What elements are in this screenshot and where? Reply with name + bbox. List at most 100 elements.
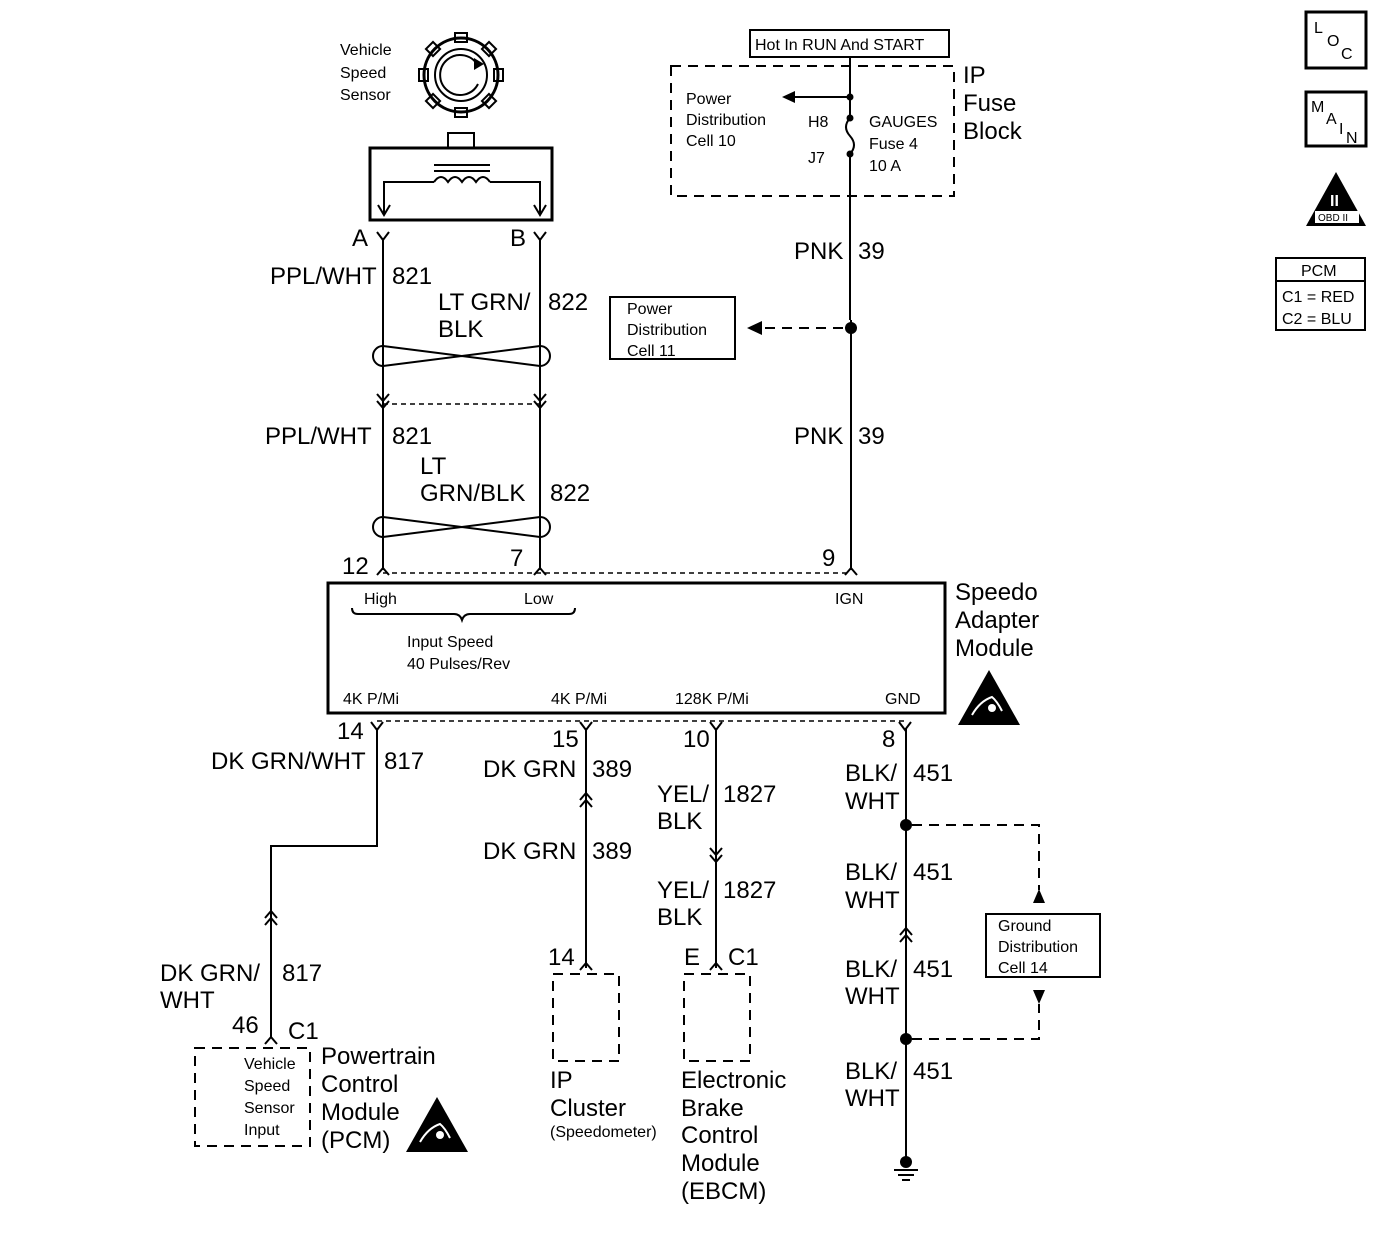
svg-text:Ground: Ground [998, 918, 1051, 935]
svg-text:E: E [684, 944, 700, 971]
svg-text:GRN/BLK: GRN/BLK [420, 480, 525, 507]
svg-text:WHT: WHT [845, 887, 900, 914]
svg-text:Distribution: Distribution [686, 112, 766, 129]
svg-text:4K P/Mi: 4K P/Mi [343, 691, 399, 708]
svg-text:451: 451 [913, 1058, 953, 1085]
powertrain-control-module: Vehicle Speed Sensor Input Powertrain Co… [194, 1043, 468, 1154]
svg-text:C2 = BLU: C2 = BLU [1282, 311, 1352, 328]
svg-text:DK GRN/: DK GRN/ [160, 960, 260, 987]
svg-text:389: 389 [592, 838, 632, 865]
svg-text:14: 14 [548, 944, 575, 971]
svg-text:DK GRN: DK GRN [483, 838, 576, 865]
svg-text:Cluster: Cluster [550, 1095, 626, 1122]
svg-text:BLK: BLK [657, 904, 702, 931]
svg-text:Fuse: Fuse [963, 90, 1016, 117]
svg-text:12: 12 [342, 553, 369, 580]
svg-text:BLK/: BLK/ [845, 1058, 897, 1085]
svg-text:(PCM): (PCM) [321, 1127, 390, 1154]
ip-fuse-block: Hot In RUN And START IP Fuse Block Power… [670, 29, 1023, 320]
svg-text:Vehicle: Vehicle [244, 1056, 296, 1073]
ip-cluster: IP Cluster (Speedometer) [550, 973, 657, 1141]
svg-text:GAUGES: GAUGES [869, 114, 937, 131]
svg-text:IP: IP [963, 62, 986, 89]
svg-text:Brake: Brake [681, 1095, 744, 1122]
obd-ii-icon[interactable]: II OBD II [1306, 172, 1366, 226]
svg-text:LT GRN/: LT GRN/ [438, 289, 531, 316]
svg-text:822: 822 [548, 289, 588, 316]
svg-text:BLK/: BLK/ [845, 859, 897, 886]
svg-text:PCM: PCM [1301, 263, 1337, 280]
svg-text:Sensor: Sensor [340, 87, 391, 104]
svg-text:DK GRN/WHT: DK GRN/WHT [211, 748, 366, 775]
svg-text:8: 8 [882, 726, 895, 753]
ground-wire: BLK/ WHT 451 BLK/ WHT 451 BLK/ WHT 451 B… [845, 728, 1045, 1181]
svg-text:Block: Block [963, 118, 1023, 145]
svg-text:14: 14 [337, 718, 364, 745]
ip-cluster-wire: DK GRN 389 DK GRN 389 14 [483, 728, 632, 971]
svg-text:Distribution: Distribution [998, 939, 1078, 956]
svg-text:15: 15 [552, 726, 579, 753]
esd-warning-icon [406, 1097, 468, 1152]
main-icon[interactable]: M A I N [1304, 90, 1368, 148]
svg-text:WHT: WHT [845, 983, 900, 1010]
svg-text:Module: Module [681, 1150, 760, 1177]
esd-warning-icon [958, 670, 1020, 725]
svg-text:A: A [1326, 111, 1337, 128]
svg-text:46: 46 [232, 1012, 259, 1039]
svg-text:BLK: BLK [657, 808, 702, 835]
svg-text:PPL/WHT: PPL/WHT [270, 263, 377, 290]
svg-text:Low: Low [524, 591, 554, 608]
svg-text:Cell 14: Cell 14 [998, 960, 1048, 977]
svg-text:J7: J7 [808, 150, 825, 167]
svg-text:Module: Module [955, 635, 1034, 662]
svg-text:(EBCM): (EBCM) [681, 1178, 766, 1205]
svg-text:Input: Input [244, 1122, 280, 1139]
svg-text:40 Pulses/Rev: 40 Pulses/Rev [407, 656, 510, 673]
svg-text:Electronic: Electronic [681, 1067, 786, 1094]
svg-text:YEL/: YEL/ [657, 781, 709, 808]
svg-text:High: High [364, 591, 397, 608]
svg-text:Control: Control [321, 1071, 398, 1098]
svg-text:10 A: 10 A [869, 158, 901, 175]
power-distribution-cell-11: Power Distribution Cell 11 [609, 296, 736, 360]
gear-icon [418, 32, 504, 118]
ground-distribution-cell-14: Ground Distribution Cell 14 [985, 913, 1101, 978]
svg-text:39: 39 [858, 238, 885, 265]
svg-text:C1: C1 [728, 944, 759, 971]
svg-text:PNK: PNK [794, 238, 843, 265]
svg-text:C1: C1 [288, 1018, 319, 1045]
svg-text:817: 817 [282, 960, 322, 987]
vehicle-speed-sensor: Vehicle Speed Sensor A B [340, 32, 554, 252]
svg-text:Vehicle: Vehicle [340, 42, 392, 59]
svg-text:Cell 11: Cell 11 [627, 343, 676, 360]
svg-text:Adapter: Adapter [955, 607, 1039, 634]
loc-icon[interactable]: L O C [1304, 10, 1368, 70]
svg-text:DK GRN: DK GRN [483, 756, 576, 783]
svg-text:Input Speed: Input Speed [407, 634, 493, 651]
svg-text:O: O [1327, 33, 1339, 50]
svg-text:451: 451 [913, 956, 953, 983]
svg-text:PNK: PNK [794, 423, 843, 450]
svg-text:Fuse 4: Fuse 4 [869, 136, 918, 153]
svg-text:4K P/Mi: 4K P/Mi [551, 691, 607, 708]
svg-text:PPL/WHT: PPL/WHT [265, 423, 372, 450]
svg-text:B: B [510, 225, 526, 252]
svg-text:Hot In RUN And START: Hot In RUN And START [755, 37, 924, 54]
svg-text:Speedo: Speedo [955, 579, 1038, 606]
svg-text:Cell 10: Cell 10 [686, 133, 736, 150]
svg-text:WHT: WHT [845, 788, 900, 815]
svg-text:821: 821 [392, 263, 432, 290]
svg-text:H8: H8 [808, 114, 829, 131]
svg-text:C1 = RED: C1 = RED [1282, 289, 1354, 306]
svg-text:WHT: WHT [160, 987, 215, 1014]
svg-text:Module: Module [321, 1099, 400, 1126]
ebcm-wire: YEL/ BLK 1827 YEL/ BLK 1827 E C1 [657, 728, 776, 971]
svg-text:7: 7 [510, 545, 523, 572]
svg-text:N: N [1346, 130, 1358, 147]
svg-text:128K P/Mi: 128K P/Mi [675, 691, 749, 708]
svg-text:L: L [1314, 20, 1323, 37]
svg-text:Control: Control [681, 1122, 758, 1149]
electronic-brake-control-module: Electronic Brake Control Module (EBCM) [681, 973, 786, 1205]
svg-text:(Speedometer): (Speedometer) [550, 1124, 657, 1141]
